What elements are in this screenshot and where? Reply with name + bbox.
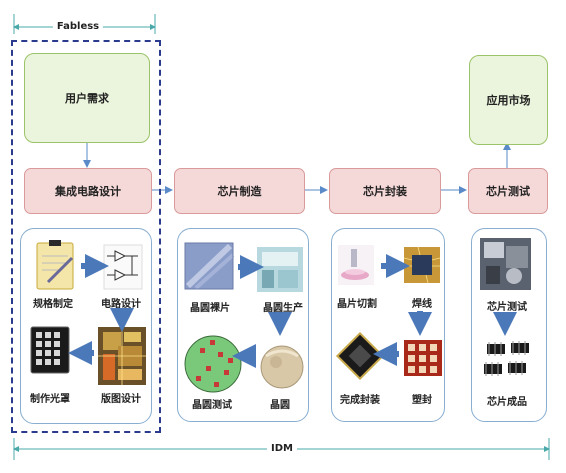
label-dicing: 晶片切割 (337, 299, 377, 310)
wafer-icon (260, 345, 304, 389)
spec-clipboard-icon (36, 240, 74, 290)
circuit-schematic-icon (103, 244, 143, 290)
molding-icon (404, 340, 442, 376)
node-chip-testing: 芯片测试 (468, 168, 548, 214)
dicing-icon (338, 245, 374, 285)
wire-bonding-icon (403, 246, 441, 284)
label-spec: 规格制定 (33, 299, 73, 310)
wafer-test-map-icon (184, 335, 242, 393)
label-bare-wafer: 晶圆裸片 (190, 303, 230, 314)
finished-package-icon (335, 331, 385, 381)
fabless-boundary (11, 40, 161, 433)
label-wafer: 晶圆 (270, 400, 290, 411)
label-layout-design: 版图设计 (101, 394, 141, 405)
node-chip-manufacturing: 芯片制造 (174, 168, 305, 214)
node-user-demand: 用户需求 (24, 53, 150, 143)
fabless-label: Fabless (52, 21, 104, 32)
layout-design-icon (98, 327, 146, 385)
fab-cleanroom-icon (257, 247, 303, 292)
label-molding: 塑封 (412, 395, 432, 406)
node-app-market: 应用市场 (469, 55, 548, 145)
test-equipment-icon (480, 238, 531, 290)
photomask-icon (30, 326, 70, 374)
label-wafer-production: 晶圆生产 (263, 303, 303, 314)
label-wire-bonding: 焊线 (412, 299, 432, 310)
label-circuit-design: 电路设计 (101, 299, 141, 310)
label-finished-chip: 芯片成品 (487, 397, 527, 408)
bare-wafer-icon (184, 242, 235, 290)
label-wafer-test: 晶圆测试 (192, 400, 232, 411)
node-chip-packaging: 芯片封装 (329, 168, 441, 214)
label-finished-package: 完成封装 (340, 395, 380, 406)
idm-label: IDM (267, 443, 297, 454)
label-mask: 制作光罩 (30, 394, 70, 405)
label-chip-test: 芯片测试 (487, 302, 527, 313)
finished-chips-icon (484, 341, 529, 376)
node-ic-design: 集成电路设计 (24, 168, 152, 214)
